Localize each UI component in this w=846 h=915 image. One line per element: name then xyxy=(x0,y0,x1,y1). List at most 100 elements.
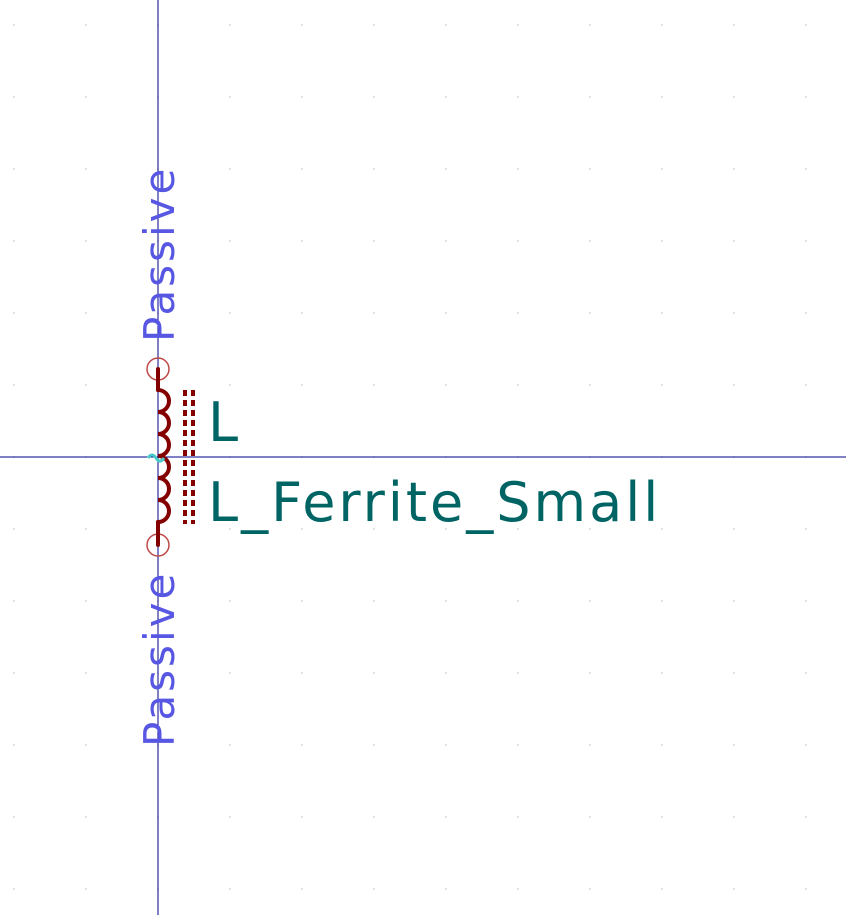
grid-dot xyxy=(733,888,735,890)
grid-dot xyxy=(805,24,807,26)
grid-dot xyxy=(589,384,591,386)
grid-dot xyxy=(733,744,735,746)
grid-dot xyxy=(373,384,375,386)
grid-dot xyxy=(229,384,231,386)
inductor-body[interactable] xyxy=(156,367,171,547)
anchor-marker xyxy=(146,453,166,463)
grid-dot xyxy=(733,96,735,98)
grid-dot xyxy=(85,744,87,746)
grid-dot xyxy=(661,672,663,674)
grid-dot xyxy=(733,672,735,674)
grid-dot xyxy=(229,24,231,26)
grid-dot xyxy=(733,600,735,602)
grid-dot xyxy=(517,816,519,818)
grid-dot xyxy=(517,168,519,170)
grid-dot xyxy=(229,240,231,242)
grid-dot xyxy=(445,168,447,170)
grid-dot xyxy=(85,24,87,26)
grid-dot xyxy=(517,672,519,674)
grid-dot xyxy=(661,744,663,746)
grid-dot xyxy=(85,600,87,602)
grid-dot xyxy=(301,312,303,314)
grid-dot xyxy=(733,240,735,242)
grid-dot xyxy=(445,528,447,530)
grid-dot xyxy=(517,240,519,242)
grid-dot xyxy=(445,600,447,602)
grid-dot xyxy=(661,384,663,386)
grid-dot xyxy=(85,672,87,674)
pin-type-label-top: Passive xyxy=(135,166,184,342)
grid-dot xyxy=(85,384,87,386)
grid-dot xyxy=(301,24,303,26)
grid-dot xyxy=(805,168,807,170)
grid-dot xyxy=(301,168,303,170)
grid-dot xyxy=(445,384,447,386)
grid-dot xyxy=(13,672,15,674)
grid-dot xyxy=(805,888,807,890)
grid-dot xyxy=(733,816,735,818)
grid-dot xyxy=(229,888,231,890)
grid-dot xyxy=(229,672,231,674)
grid-dot xyxy=(733,528,735,530)
reference-field[interactable]: L xyxy=(208,391,238,454)
grid-dot xyxy=(85,96,87,98)
grid-dot xyxy=(589,600,591,602)
grid-dot xyxy=(373,96,375,98)
grid-dot xyxy=(229,168,231,170)
grid-dot xyxy=(805,312,807,314)
grid-dot xyxy=(301,240,303,242)
grid-dot xyxy=(445,240,447,242)
grid-dot xyxy=(589,744,591,746)
grid-dot xyxy=(373,744,375,746)
grid-dot xyxy=(517,24,519,26)
grid-dot xyxy=(445,816,447,818)
grid-dot xyxy=(517,744,519,746)
grid-dot xyxy=(373,312,375,314)
grid-dot xyxy=(661,816,663,818)
grid-dot xyxy=(805,240,807,242)
grid-dot xyxy=(301,600,303,602)
grid-dot xyxy=(661,528,663,530)
grid-dot xyxy=(661,240,663,242)
grid-dot xyxy=(229,816,231,818)
grid-dot xyxy=(445,672,447,674)
grid-dot xyxy=(373,816,375,818)
grid-dot xyxy=(733,384,735,386)
grid-dot xyxy=(445,24,447,26)
value-field[interactable]: L_Ferrite_Small xyxy=(208,471,661,534)
grid-dot xyxy=(229,96,231,98)
grid-dot xyxy=(301,672,303,674)
grid-dot xyxy=(733,312,735,314)
grid-dot xyxy=(373,600,375,602)
grid-dot xyxy=(373,528,375,530)
grid-dot xyxy=(589,312,591,314)
grid-dot xyxy=(805,528,807,530)
grid-dot xyxy=(301,888,303,890)
grid-dot xyxy=(661,168,663,170)
grid-dot xyxy=(13,24,15,26)
grid-dot xyxy=(805,672,807,674)
grid-dot xyxy=(805,384,807,386)
grid-dot xyxy=(517,312,519,314)
grid-dot xyxy=(445,96,447,98)
grid-dot xyxy=(589,888,591,890)
grid-dot xyxy=(517,384,519,386)
grid-dot xyxy=(301,816,303,818)
grid-dot xyxy=(85,312,87,314)
inductor-coil xyxy=(156,388,171,524)
pin-type-label-bottom: Passive xyxy=(135,571,184,747)
grid-dot xyxy=(229,528,231,530)
grid-dot xyxy=(229,312,231,314)
grid-dot xyxy=(517,888,519,890)
grid-dot xyxy=(85,888,87,890)
grid-dot xyxy=(661,96,663,98)
grid-dot xyxy=(589,24,591,26)
grid-dot xyxy=(85,816,87,818)
grid-dot xyxy=(85,240,87,242)
grid-dot xyxy=(85,168,87,170)
grid-dot xyxy=(373,888,375,890)
grid-dot xyxy=(13,600,15,602)
grid-dot xyxy=(13,888,15,890)
